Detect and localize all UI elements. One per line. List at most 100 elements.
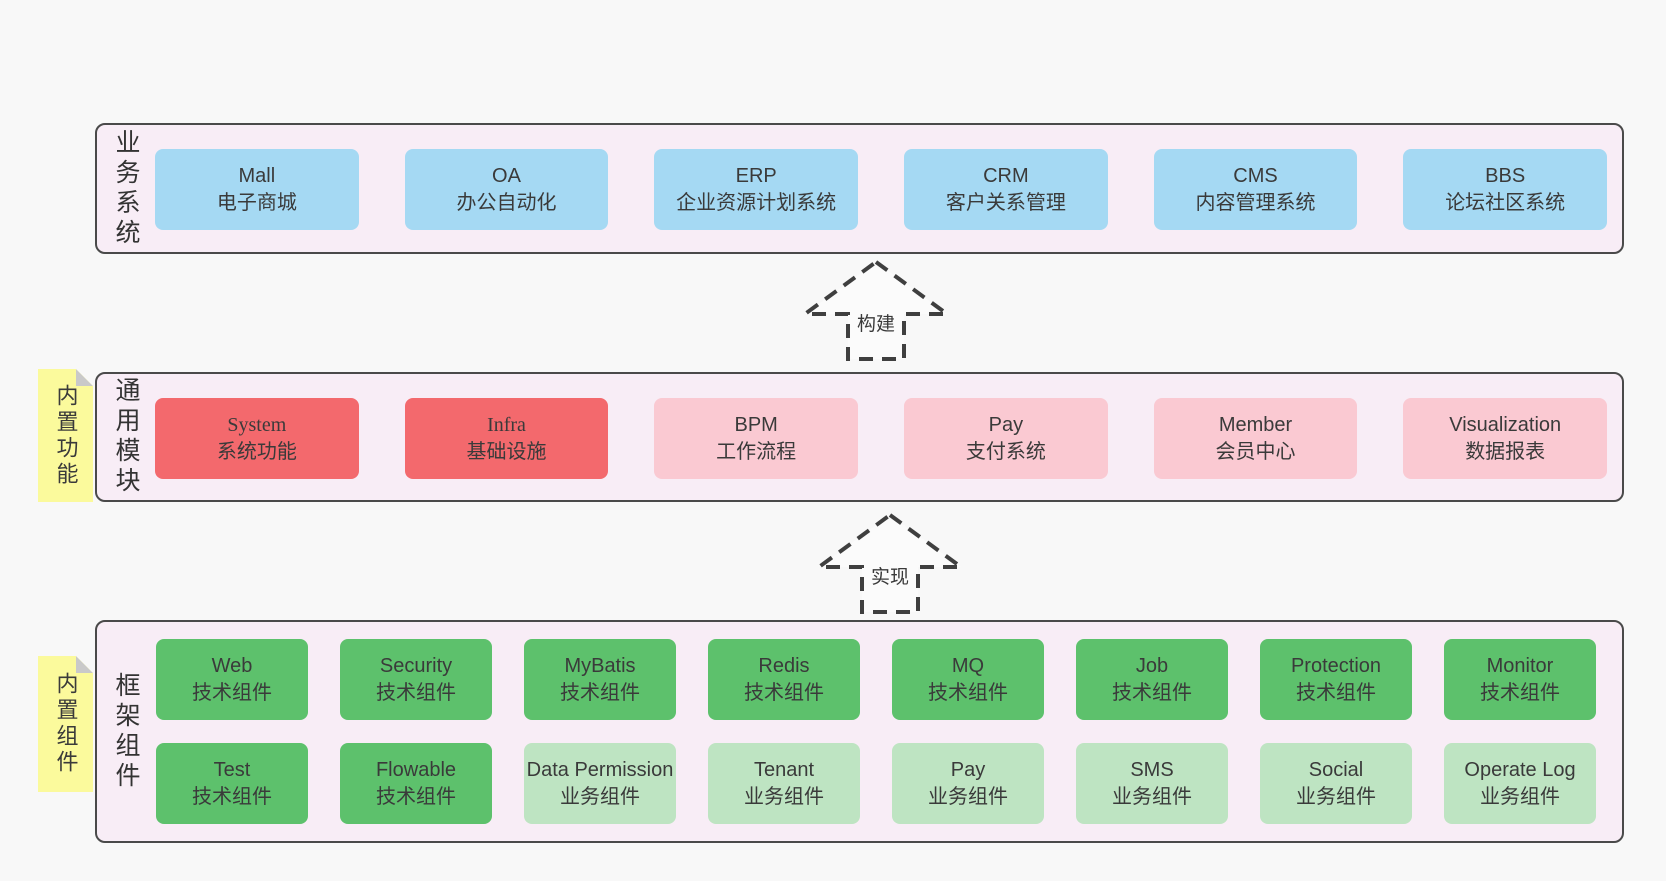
box-mybatis: MyBatis 技术组件	[524, 639, 676, 720]
box-name: Member	[1218, 414, 1293, 437]
box-name: Social	[1308, 759, 1364, 782]
box-name: Security	[379, 655, 453, 678]
box-mq: MQ 技术组件	[892, 639, 1044, 720]
box-desc: 技术组件	[560, 681, 640, 704]
box-mall: Mall 电子商城	[155, 149, 359, 230]
box-desc: 业务组件	[1480, 785, 1560, 808]
box-name: ERP	[735, 165, 777, 188]
framework-row-1: Web 技术组件 Security 技术组件 MyBatis 技术组件 Redi…	[156, 639, 1596, 720]
box-name: Redis	[758, 655, 810, 678]
layer-label-common-modules: 通用模块	[112, 377, 140, 497]
framework-components-grid: Web 技术组件 Security 技术组件 MyBatis 技术组件 Redi…	[156, 639, 1596, 824]
box-name: Infra	[487, 414, 526, 437]
arrow-implement-label: 实现	[871, 566, 909, 588]
box-bpm: BPM 工作流程	[654, 398, 859, 479]
box-redis: Redis 技术组件	[708, 639, 860, 720]
box-desc: 客户关系管理	[945, 191, 1066, 214]
layer-label-business-systems: 业务系统	[112, 128, 140, 249]
box-desc: 技术组件	[376, 681, 456, 704]
box-name: MyBatis	[564, 655, 636, 678]
layer-common-modules: 通用模块 System 系统功能 Infra 基础设施 BPM 工作流程 Pay…	[95, 372, 1624, 502]
box-desc: 论坛社区系统	[1445, 191, 1566, 214]
box-desc: 数据报表	[1465, 440, 1546, 463]
fold-corner-icon	[76, 656, 93, 673]
sticky-label: 内置功能	[53, 383, 79, 488]
framework-row-2: Test 技术组件 Flowable 技术组件 Data Permission …	[156, 743, 1596, 824]
layer-label-framework-components: 框架组件	[112, 671, 140, 792]
business-systems-row: Mall 电子商城 OA 办公自动化 ERP 企业资源计划系统 CRM 客户关系…	[155, 149, 1608, 230]
box-name: System	[227, 414, 287, 437]
up-arrow-implement-icon: 实现	[815, 512, 965, 615]
box-name: Web	[211, 655, 253, 678]
box-name: SMS	[1130, 759, 1174, 782]
box-protection: Protection 技术组件	[1260, 639, 1412, 720]
box-name: BPM	[734, 414, 778, 437]
box-crm: CRM 客户关系管理	[904, 149, 1108, 230]
box-cms: CMS 内容管理系统	[1153, 149, 1358, 230]
box-pay-module: Pay 支付系统	[904, 398, 1108, 479]
sticky-note-builtin-features: 内置功能	[38, 369, 93, 502]
box-desc: 业务组件	[1112, 785, 1192, 808]
box-desc: 技术组件	[1112, 681, 1192, 704]
box-tenant: Tenant 业务组件	[708, 743, 860, 824]
box-desc: 技术组件	[1480, 681, 1560, 704]
box-desc: 企业资源计划系统	[676, 191, 837, 214]
box-desc: 技术组件	[376, 785, 456, 808]
box-name: Tenant	[753, 759, 815, 782]
box-name: Monitor	[1486, 655, 1554, 678]
box-desc: 内容管理系统	[1195, 191, 1316, 214]
box-desc: 基础设施	[466, 440, 547, 463]
box-monitor: Monitor 技术组件	[1444, 639, 1596, 720]
common-modules-row: System 系统功能 Infra 基础设施 BPM 工作流程 Pay 支付系统…	[155, 398, 1608, 479]
box-desc: 业务组件	[744, 785, 824, 808]
box-desc: 会员中心	[1215, 440, 1296, 463]
box-name: Data Permission	[526, 759, 674, 782]
box-infra: Infra 基础设施	[404, 398, 609, 479]
box-bbs: BBS 论坛社区系统	[1403, 149, 1608, 230]
box-member: Member 会员中心	[1153, 398, 1358, 479]
box-web: Web 技术组件	[156, 639, 308, 720]
box-data-permission: Data Permission 业务组件	[524, 743, 676, 824]
box-system: System 系统功能	[155, 398, 359, 479]
box-desc: 技术组件	[928, 681, 1008, 704]
box-operate-log: Operate Log 业务组件	[1444, 743, 1596, 824]
box-social: Social 业务组件	[1260, 743, 1412, 824]
box-name: Flowable	[375, 759, 457, 782]
box-desc: 技术组件	[192, 785, 272, 808]
box-name: Operate Log	[1464, 759, 1576, 782]
box-name: CRM	[983, 165, 1029, 188]
arrow-build-label: 构建	[857, 313, 895, 335]
box-desc: 支付系统	[965, 440, 1046, 463]
box-name: Test	[213, 759, 251, 782]
box-sms: SMS 业务组件	[1076, 743, 1228, 824]
box-visualization: Visualization 数据报表	[1403, 398, 1608, 479]
box-desc: 业务组件	[560, 785, 640, 808]
box-desc: 电子商城	[216, 191, 297, 214]
box-oa: OA 办公自动化	[404, 149, 609, 230]
box-flowable: Flowable 技术组件	[340, 743, 492, 824]
layer-framework-components: 框架组件 Web 技术组件 Security 技术组件 MyBatis 技术组件…	[95, 620, 1624, 843]
box-desc: 技术组件	[1296, 681, 1376, 704]
box-erp: ERP 企业资源计划系统	[654, 149, 859, 230]
box-desc: 工作流程	[716, 440, 797, 463]
up-arrow-build-icon: 构建	[801, 259, 951, 362]
box-desc: 业务组件	[1296, 785, 1376, 808]
box-name: Job	[1135, 655, 1169, 678]
box-name: Pay	[988, 414, 1024, 437]
box-desc: 技术组件	[744, 681, 824, 704]
sticky-note-builtin-components: 内置组件	[38, 656, 93, 792]
box-desc: 业务组件	[928, 785, 1008, 808]
sticky-label: 内置组件	[53, 672, 79, 776]
box-security: Security 技术组件	[340, 639, 492, 720]
box-job: Job 技术组件	[1076, 639, 1228, 720]
box-name: OA	[492, 165, 521, 188]
box-desc: 办公自动化	[456, 191, 557, 214]
box-name: CMS	[1233, 165, 1278, 188]
box-name: MQ	[951, 655, 985, 678]
box-test: Test 技术组件	[156, 743, 308, 824]
box-name: BBS	[1485, 165, 1526, 188]
box-name: Visualization	[1449, 414, 1562, 437]
layer-business-systems: 业务系统 Mall 电子商城 OA 办公自动化 ERP 企业资源计划系统 CRM…	[95, 123, 1624, 254]
box-pay-component: Pay 业务组件	[892, 743, 1044, 824]
